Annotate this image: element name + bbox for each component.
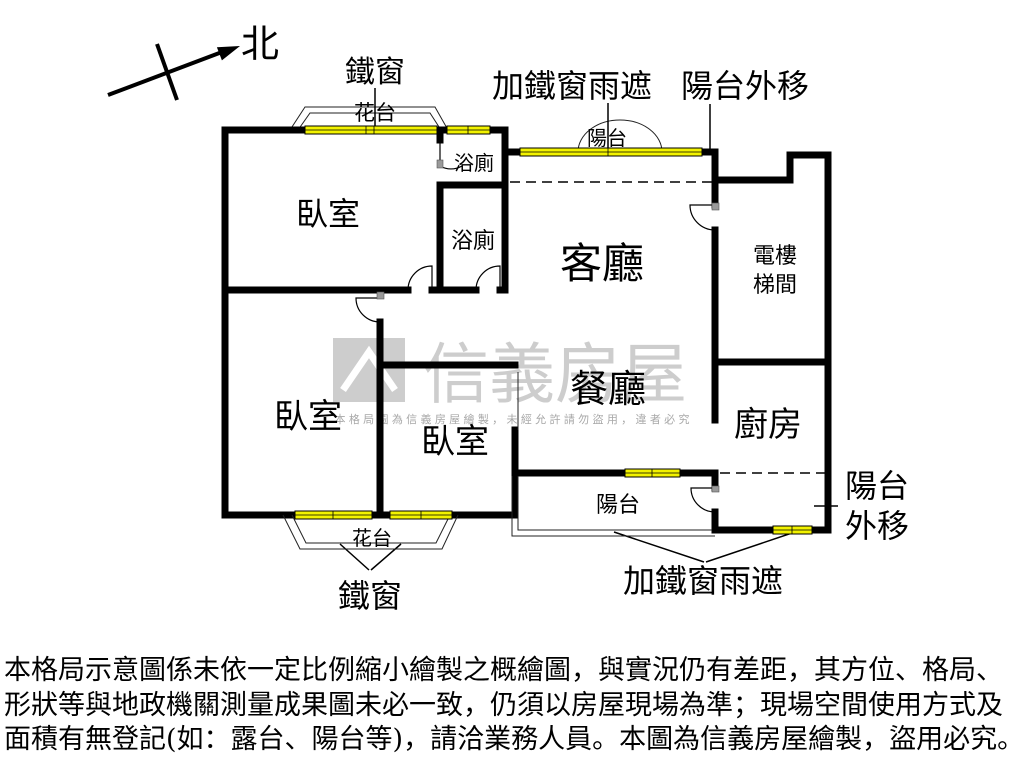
bottom-iron-window-label: 鐵窗 (338, 577, 402, 615)
leader-lines (339, 88, 838, 571)
top-balcony-moved-label: 陽台外移 (681, 67, 809, 105)
door-bath-middle (475, 265, 501, 291)
window-bottom-left-bedroom (294, 510, 373, 520)
floor-plan: 北 信義房屋 本格局圖為信義房屋繪製，未經允許請勿盜用，違者必究 (107, 22, 909, 615)
bottom-balcony-outline-inner (517, 476, 712, 531)
bottom-rain-shelter-label: 加鐵窗雨遮 (623, 562, 783, 600)
top-flower-stand-label: 花台 (354, 101, 396, 125)
right-balcony-moved-label-line2: 外移 (845, 507, 909, 545)
room-bath-middle: 浴廁 (451, 229, 495, 254)
door-stop-stair (711, 202, 720, 211)
watermark-brand: 信義房屋 (423, 336, 687, 413)
top-balcony-arc (577, 119, 663, 153)
compass-cross-line (155, 43, 179, 101)
door-upper-bedroom (407, 265, 433, 291)
top-flower-stand-inner (297, 112, 442, 131)
room-bedroom-upper-left: 臥室 (296, 195, 360, 233)
door-stop-balcony (711, 485, 720, 493)
room-bedroom-middle: 臥室 (421, 422, 489, 462)
bottom-flower-stand (282, 514, 459, 550)
compass: 北 (107, 22, 279, 101)
window-top-bath (446, 125, 491, 135)
bottom-rain-shelter-leader-left (613, 531, 705, 563)
window-top-bedroom (304, 125, 438, 135)
top-iron-window-label: 鐵窗 (345, 55, 405, 90)
room-dining-room: 餐廳 (570, 367, 646, 411)
top-rain-shelter-label: 加鐵窗雨遮 (492, 67, 652, 105)
door-lower-bedroom (355, 297, 381, 323)
wall-balcony-top (511, 469, 719, 492)
disclaimer-line-1: 本格局示意圖係未依一定比例縮小繪製之概繪圖，與實況仍有差距，其方位、格局、 (4, 655, 1003, 686)
windows (294, 125, 813, 535)
room-labels: 浴廁 浴廁 臥室 客廳 電樓 梯間 餐廳 臥室 臥室 廚房 陽台 (274, 151, 802, 518)
top-flower-stand (289, 106, 449, 131)
window-kitchen-bottom (772, 525, 813, 535)
north-arrow-shaft (107, 50, 223, 97)
north-label: 北 (241, 22, 279, 66)
right-balcony-moved-label-line1: 陽台 (845, 467, 909, 505)
room-bath-top: 浴廁 (454, 151, 494, 175)
watermark: 信義房屋 本格局圖為信義房屋繪製，未經允許請勿盜用，違者必究 (333, 336, 690, 426)
doors (355, 142, 720, 513)
door-balcony (690, 487, 716, 513)
room-living-room: 客廳 (560, 239, 644, 288)
bottom-flower-stand-inner (291, 514, 451, 544)
watermark-notice: 本格局圖為信義房屋繪製，未經允許請勿盜用，違者必究 (335, 412, 690, 426)
room-elevator-stair-line1: 電樓 (753, 244, 797, 269)
bottom-iron-window-leader-left (339, 543, 370, 571)
bottom-balcony-outline-outer (511, 476, 715, 537)
bottom-flower-stand-outer (282, 514, 459, 550)
bottom-rain-shelter-leader-right (705, 532, 793, 563)
watermark-logo-roof-icon (340, 345, 398, 392)
room-elevator-stair-line2: 梯間 (753, 273, 797, 298)
walls (221, 126, 832, 537)
window-bottom-middle-bedroom (389, 510, 453, 520)
door-stop-lower-bedroom (376, 291, 385, 300)
room-balcony-bottom: 陽台 (596, 493, 640, 518)
disclaimer-text: 本格局示意圖係未依一定比例縮小繪製之概繪圖，與實況仍有差距，其方位、格局、 形狀… (4, 654, 1022, 758)
window-balcony-top (624, 468, 681, 478)
top-flower-stand-outer (289, 106, 449, 131)
door-stair (689, 204, 716, 231)
disclaimer-line-2: 形狀等與地政機關測量成果圖未必一致，仍須以房屋現場為準；現場空間使用方式及 (4, 689, 1003, 721)
window-living-room (519, 147, 703, 157)
room-bedroom-lower-left: 臥室 (274, 397, 342, 437)
top-balcony-label: 陽台 (587, 126, 627, 150)
north-arrow-head (216, 46, 240, 61)
room-kitchen: 廚房 (734, 405, 802, 445)
annotation-labels: 鐵窗 花台 加鐵窗雨遮 陽台外移 陽台 花台 鐵窗 加鐵窗雨遮 陽台 外移 (338, 55, 909, 615)
disclaimer-line-3: 面積有無登記(如：露台、陽台等)，請洽業務人員。本圖為信義房屋繪製，盜用必究。 (4, 724, 1022, 755)
bottom-flower-stand-label: 花台 (352, 526, 392, 550)
bottom-iron-window-leader-right (370, 543, 402, 571)
door-stop-bath-top (436, 159, 444, 169)
